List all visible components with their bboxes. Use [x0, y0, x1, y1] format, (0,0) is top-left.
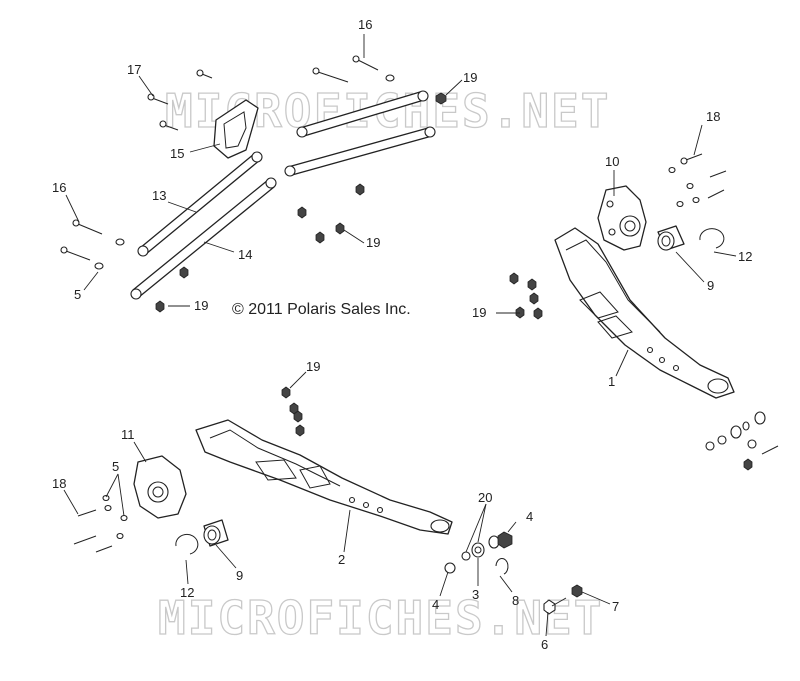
callout-4-bottom: 4 — [432, 597, 439, 612]
control-rod-upper-b — [284, 126, 436, 177]
pivot-hardware-right — [705, 411, 779, 471]
nut-group-mid — [297, 183, 365, 244]
callout-13: 13 — [152, 188, 166, 203]
washer-upper — [385, 74, 395, 82]
callout-15: 15 — [170, 146, 184, 161]
bolt-bracket-mid — [159, 120, 179, 131]
bolt-18-left — [73, 494, 128, 553]
callout-9-left: 9 — [236, 568, 243, 583]
callout-4-right: 4 — [526, 509, 533, 524]
callout-8: 8 — [512, 593, 519, 608]
callout-3: 3 — [472, 587, 479, 602]
snap-ring-12-right — [699, 228, 725, 249]
callout-17: 17 — [127, 62, 141, 77]
bolt-upper-b — [312, 67, 349, 83]
callout-5-left: 5 — [74, 287, 81, 302]
bearing-carrier-10 — [597, 185, 647, 251]
bolt-5-left — [60, 246, 104, 270]
callout-19-right: 19 — [472, 305, 486, 320]
callout-6: 6 — [541, 637, 548, 652]
callout-5-center: 5 — [112, 459, 119, 474]
callout-19-mid: 19 — [366, 235, 380, 250]
callout-16-left: 16 — [52, 180, 66, 195]
callout-14: 14 — [238, 247, 252, 262]
callout-19-center: 19 — [306, 359, 320, 374]
callout-7: 7 — [612, 599, 619, 614]
leader-lines — [63, 34, 737, 637]
trailing-arm-2 — [195, 419, 453, 535]
watermark-bottom: MICROFICHES.NET — [158, 591, 603, 645]
copyright-notice: © 2011 Polaris Sales Inc. — [232, 301, 411, 318]
callout-12-left: 12 — [180, 585, 194, 600]
nut-19-right-group — [509, 272, 543, 320]
bracket-15 — [213, 99, 259, 159]
control-rod-upper-a — [296, 90, 429, 138]
bolt-16-upper — [352, 55, 379, 71]
callout-19-left: 19 — [194, 298, 208, 313]
snap-ring-12-left — [175, 533, 199, 555]
pivot-hardware-bottom — [444, 531, 583, 615]
callout-20: 20 — [478, 490, 492, 505]
trailing-arm-1 — [554, 227, 735, 399]
bearing-carrier-11 — [133, 455, 187, 519]
bolt-bracket-top — [196, 69, 213, 79]
callout-10: 10 — [605, 154, 619, 169]
callout-19-top: 19 — [463, 70, 477, 85]
callout-2: 2 — [338, 552, 345, 567]
bolt-18-right — [668, 153, 727, 208]
control-rod-14 — [130, 177, 277, 300]
callout-12-right: 12 — [738, 249, 752, 264]
callout-16-top: 16 — [358, 17, 372, 32]
bearing-9-left — [203, 519, 229, 547]
bolt-16-left — [72, 219, 125, 246]
callout-1: 1 — [608, 374, 615, 389]
nut-upper-19 — [435, 92, 447, 105]
callout-11: 11 — [121, 427, 135, 442]
callout-18-left: 18 — [52, 476, 66, 491]
nut-19-left — [155, 266, 189, 313]
bearing-9-right — [657, 225, 685, 251]
callout-18-right: 18 — [706, 109, 720, 124]
callout-9-right: 9 — [707, 278, 714, 293]
nut-19-center-group — [281, 386, 305, 437]
control-rod-13 — [137, 151, 263, 257]
